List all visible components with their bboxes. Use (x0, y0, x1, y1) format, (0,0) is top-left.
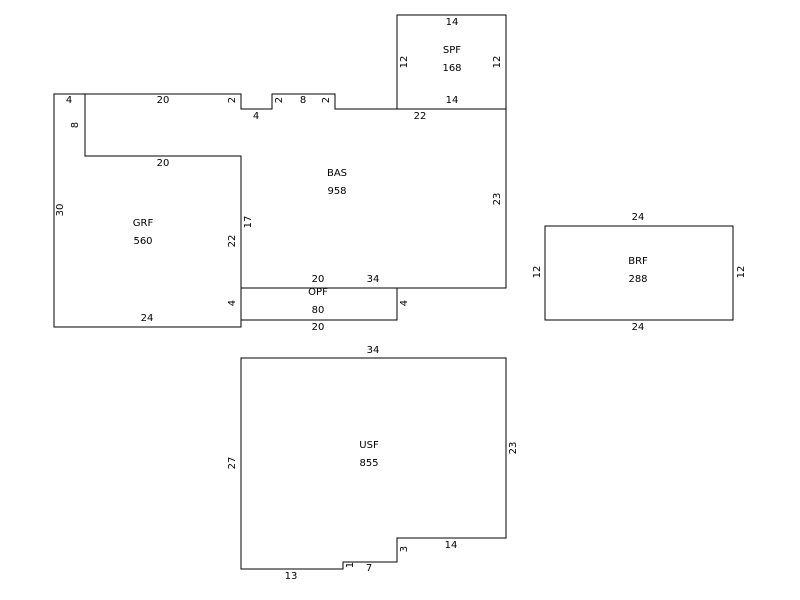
dim-label: 34 (367, 274, 380, 285)
dim-label: 2 (227, 97, 238, 103)
usf-area: 855 (359, 458, 378, 469)
spf-code: SPF (443, 45, 461, 56)
spf-outline (396, 14, 507, 110)
dim-label: 27 (227, 457, 238, 470)
dim-label: 7 (366, 563, 372, 574)
brf-area: 288 (628, 274, 647, 285)
dim-label: 30 (55, 204, 66, 217)
dim-label: 4 (253, 111, 259, 122)
dim-label: 8 (70, 122, 81, 128)
dim-label: 22 (414, 111, 427, 122)
grf-code: GRF (133, 218, 154, 229)
dim-label: 20 (157, 95, 170, 106)
dim-label: 2 (321, 97, 332, 103)
opf-area: 80 (312, 305, 325, 316)
dim-label: 14 (446, 17, 459, 28)
dim-label: 1 (345, 562, 356, 568)
dim-label: 34 (367, 345, 380, 356)
brf-outline (544, 225, 734, 321)
bas-area: 958 (327, 186, 346, 197)
dim-label: 12 (532, 266, 543, 279)
dim-label: 8 (300, 95, 306, 106)
dim-label: 20 (157, 158, 170, 169)
usf-code: USF (359, 440, 379, 451)
dim-label: 14 (445, 540, 458, 551)
grf-outline (53, 93, 242, 328)
dim-label: 12 (492, 56, 503, 69)
dim-label: 4 (399, 300, 410, 306)
dim-label: 3 (399, 546, 410, 552)
grf-area: 560 (133, 236, 152, 247)
dim-label: 24 (632, 212, 645, 223)
bas-outline (84, 93, 507, 289)
opf-outline (240, 287, 398, 321)
opf-code: OPF (308, 287, 328, 298)
dim-label: 23 (492, 193, 503, 206)
dim-label: 4 (66, 95, 72, 106)
dim-label: 2 (274, 97, 285, 103)
dim-label: 17 (243, 216, 254, 229)
dim-label: 24 (141, 313, 154, 324)
bas-code: BAS (327, 168, 347, 179)
dim-label: 20 (312, 274, 325, 285)
dim-label: 14 (446, 95, 459, 106)
dim-label: 23 (508, 442, 519, 455)
usf-outline (240, 357, 507, 570)
spf-area: 168 (442, 63, 461, 74)
brf-code: BRF (628, 256, 648, 267)
dim-label: 22 (227, 235, 238, 248)
dim-label: 13 (285, 571, 298, 582)
dim-label: 24 (632, 322, 645, 333)
dim-label: 4 (227, 300, 238, 306)
dim-label: 12 (399, 56, 410, 69)
dim-label: 12 (736, 266, 747, 279)
dim-label: 20 (312, 322, 325, 333)
